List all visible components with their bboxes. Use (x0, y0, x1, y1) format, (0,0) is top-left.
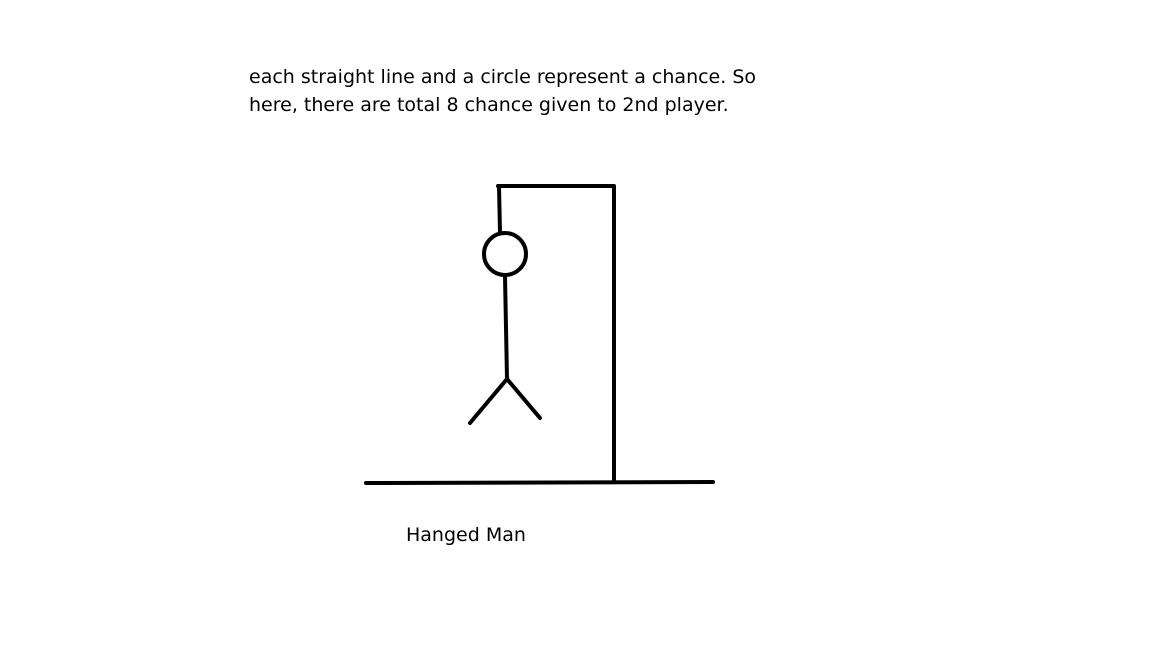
explanation-text: each straight line and a circle represen… (249, 63, 769, 119)
explanation-line-1: each straight line and a circle represen… (249, 66, 757, 88)
figure-label: Hanged Man (406, 524, 526, 546)
explanation-line-2: here, there are total 8 chance given to … (249, 94, 729, 116)
hangman-right-leg-line (505, 377, 542, 420)
hangman-head-circle (482, 231, 528, 277)
gallows-rope-line (497, 184, 502, 235)
hangman-body-line (503, 274, 509, 381)
hangman-left-leg-line (468, 377, 509, 425)
gallows-base-line (364, 480, 715, 485)
